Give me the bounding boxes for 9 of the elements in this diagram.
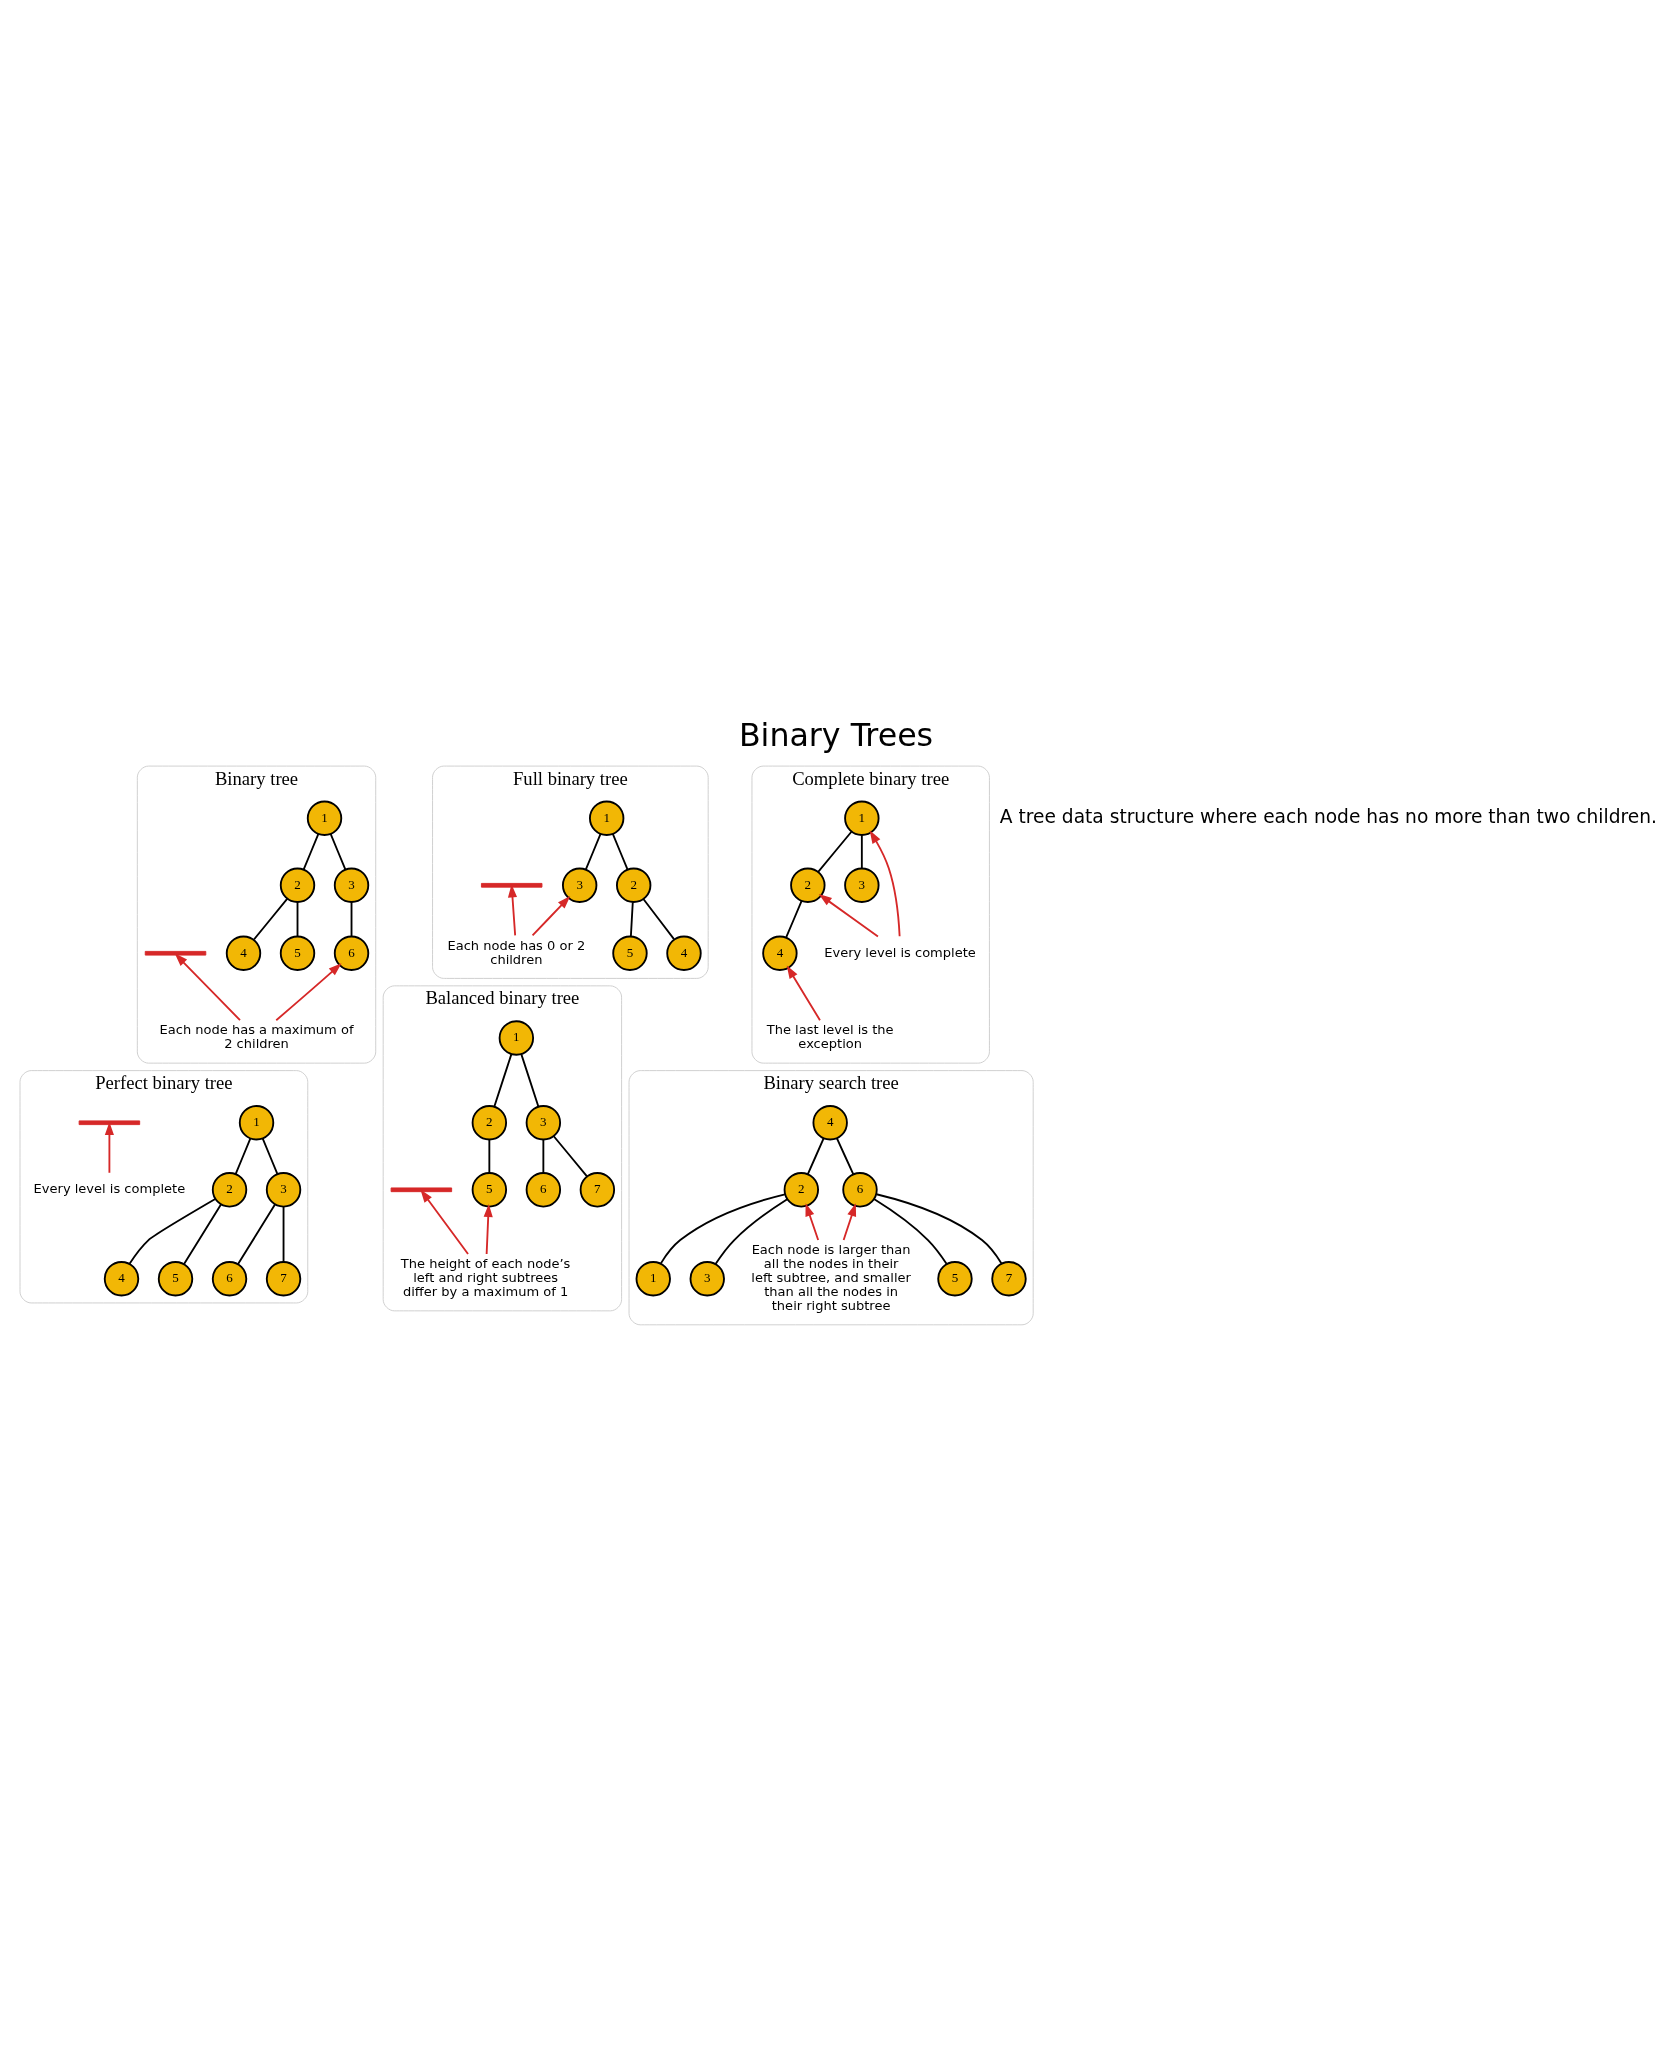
node-text: Every level is complete — [33, 1180, 186, 1196]
node-text: The height of each node’s left and right subtrees differ by a maximum of 1 — [400, 1255, 571, 1299]
node-text: Every level is complete — [824, 944, 976, 960]
node-text: Each node is larger than all the nodes in their left subtree, and smaller than all the nodes in their right subtree — [751, 1241, 911, 1313]
node-text: The last level is the exception — [766, 1021, 894, 1051]
diagram-title: Binary Trees — [738, 716, 934, 753]
node-text: Each node has a maximum of 2 children — [159, 1021, 354, 1051]
node-text: Each node has 0 or 2 children — [447, 937, 586, 967]
label: A tree data structure where each node has no more than two children. — [999, 805, 1657, 827]
